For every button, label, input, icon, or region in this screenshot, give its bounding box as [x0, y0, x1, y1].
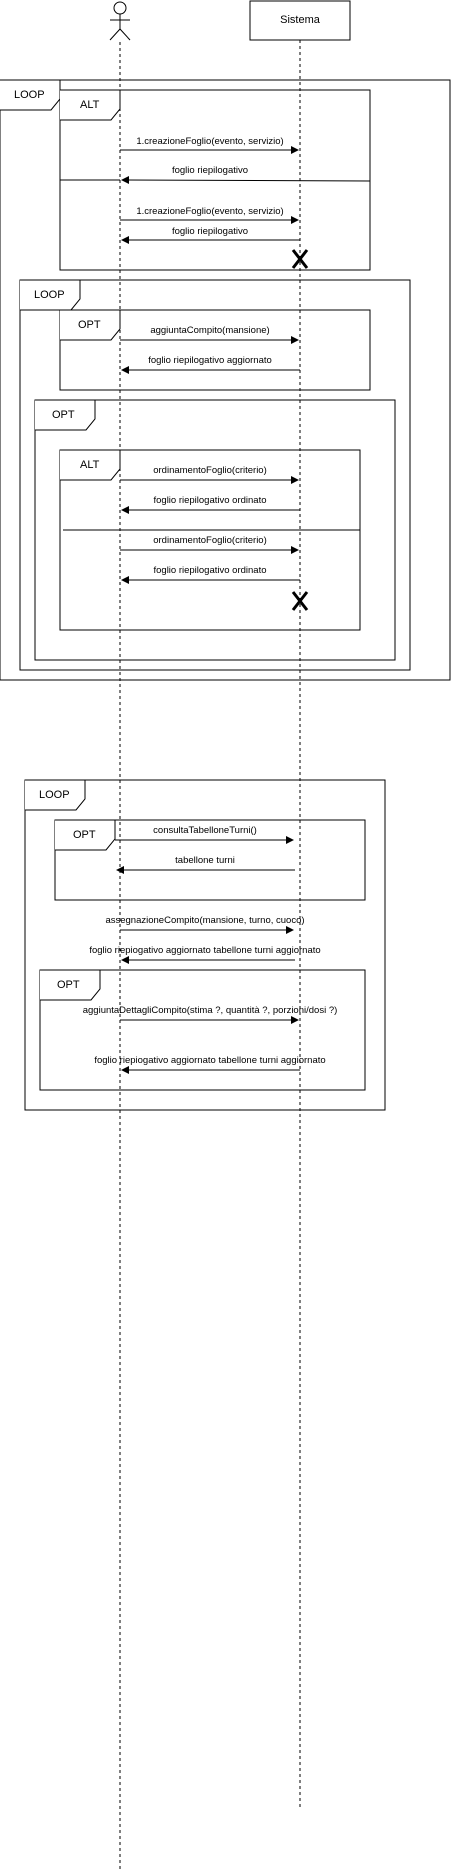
- frame-opt-1: OPT: [59, 309, 371, 391]
- frame-opt-4: OPT: [39, 969, 366, 1091]
- participant-system-label: Sistema: [280, 14, 321, 26]
- destroy-marker-2-icon: [291, 591, 309, 611]
- frame-opt-2: OPT: [34, 399, 396, 661]
- frame-alt-1-label: ALT: [80, 99, 100, 111]
- frame-alt-2: ALT: [59, 449, 361, 631]
- message-11-label: consultaTabelloneTurni(): [153, 825, 257, 836]
- frame-loop-1: LOOP: [0, 79, 451, 681]
- message-4-label: foglio riepilogativo: [172, 226, 248, 237]
- frame-opt-1-label: OPT: [78, 319, 101, 331]
- message-13-label: assegnazioneCompito(mansione, turno, cuo…: [105, 915, 304, 926]
- message-16-label: foglio riepiogativo aggiornato tabellone…: [94, 1055, 325, 1066]
- message-14-label: foglio riepiogativo aggiornato tabellone…: [89, 945, 320, 956]
- frame-alt-2-label: ALT: [80, 459, 100, 471]
- participant-system-box: [249, 0, 351, 41]
- message-2-arrow: [121, 176, 371, 185]
- message-5-label: aggiuntaCompito(mansione): [150, 325, 269, 336]
- frame-loop-3: LOOP: [24, 779, 386, 1111]
- frame-opt-4-label: OPT: [57, 979, 80, 991]
- message-10-label: foglio riepilogativo ordinato: [153, 565, 266, 576]
- message-7-label: ordinamentoFoglio(criterio): [153, 465, 267, 476]
- actor-user-icon: [109, 1, 131, 41]
- frame-loop-2-label: LOOP: [34, 289, 65, 301]
- frame-opt-2-label: OPT: [52, 409, 75, 421]
- message-3-label: 1.creazioneFoglio(evento, servizio): [136, 206, 283, 217]
- message-6-label: foglio riepilogativo aggiornato: [148, 355, 272, 366]
- message-9-label: ordinamentoFoglio(criterio): [153, 535, 267, 546]
- message-15-label: aggiuntaDettagliCompito(stima ?, quantit…: [83, 1005, 338, 1016]
- message-2-label: foglio riepilogativo: [172, 165, 248, 176]
- destroy-marker-1-icon: [291, 249, 309, 269]
- frame-opt-3-label: OPT: [73, 829, 96, 841]
- frame-loop-1-label: LOOP: [14, 89, 45, 101]
- message-8-label: foglio riepilogativo ordinato: [153, 495, 266, 506]
- message-12-label: tabellone turni: [175, 855, 235, 866]
- message-1-label: 1.creazioneFoglio(evento, servizio): [136, 136, 283, 147]
- frame-loop-3-label: LOOP: [39, 789, 70, 801]
- frame-loop-2: LOOP: [19, 279, 411, 671]
- frame-opt-3: OPT: [54, 819, 366, 901]
